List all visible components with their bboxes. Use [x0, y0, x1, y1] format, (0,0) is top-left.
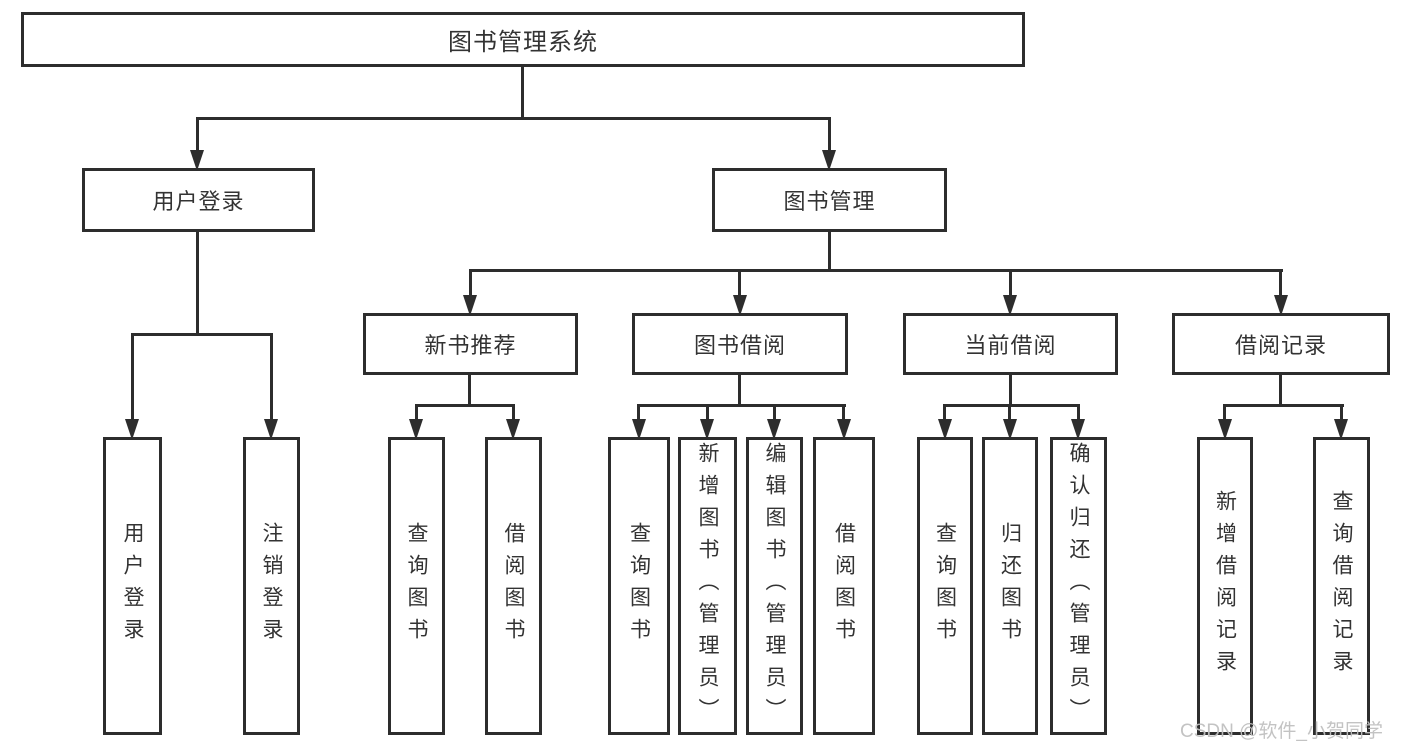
connector-line [1279, 375, 1282, 407]
arrow-down-icon [632, 419, 646, 440]
connector-line [828, 232, 831, 272]
arrow-down-icon [506, 419, 520, 440]
connector-line [1008, 404, 1011, 422]
leaf-confirm-return-admin: 确认归还（管理员） [1050, 437, 1107, 735]
arrow-down-icon [1003, 295, 1017, 316]
connector-line [131, 333, 134, 421]
node-label: 借阅记录 [1234, 333, 1327, 358]
connector-line [943, 404, 946, 422]
connector-line [196, 117, 199, 152]
node-label: 借阅图书 [832, 522, 856, 650]
arrow-down-icon [409, 419, 423, 440]
node-label: 确认归还（管理员） [1067, 442, 1090, 730]
node-label: 新书推荐 [424, 333, 517, 358]
node-label: 查询借阅记录 [1330, 490, 1353, 682]
connector-line [738, 375, 741, 407]
connector-line [469, 269, 472, 298]
node-label: 注销登录 [260, 522, 283, 650]
node-label: 查询图书 [627, 522, 651, 650]
leaf-query-borrow-record: 查询借阅记录 [1313, 437, 1370, 735]
connector-line [1340, 404, 1343, 422]
connector-line [943, 404, 1080, 407]
node-label: 图书借阅 [693, 333, 786, 358]
leaf-add-book-admin: 新增图书（管理员） [678, 437, 737, 735]
arrow-down-icon [1071, 419, 1085, 440]
connector-line [1223, 404, 1226, 422]
connector-line [1077, 404, 1080, 422]
arrow-down-icon [837, 419, 851, 440]
node-label: 新增借阅记录 [1213, 490, 1237, 682]
node-library-system: 图书管理系统 [21, 12, 1025, 67]
connector-line [521, 67, 524, 120]
arrow-down-icon [1334, 419, 1348, 440]
leaf-return-book: 归还图书 [982, 437, 1038, 735]
connector-line [706, 404, 709, 422]
connector-line [842, 404, 845, 422]
connector-line [468, 375, 471, 407]
node-book-borrow: 图书借阅 [632, 313, 848, 375]
node-current-borrow: 当前借阅 [903, 313, 1118, 375]
node-user-login: 用户登录 [82, 168, 315, 232]
leaf-borrow-books: 借阅图书 [813, 437, 875, 735]
arrow-down-icon [767, 419, 781, 440]
connector-line [469, 269, 1283, 272]
leaf-user-login: 用户登录 [103, 437, 162, 735]
arrow-down-icon [700, 419, 714, 440]
node-label: 新增图书（管理员） [696, 442, 719, 730]
leaf-query-books-borrow: 查询图书 [608, 437, 670, 735]
arrow-down-icon [822, 150, 836, 171]
connector-line [637, 404, 846, 407]
connector-line [828, 117, 831, 152]
connector-line [196, 232, 199, 335]
connector-line [738, 269, 741, 298]
csdn-watermark: CSDN @软件_小贺同学 [1180, 721, 1383, 742]
arrow-down-icon [1218, 419, 1232, 440]
node-label: 图书管理 [783, 189, 876, 214]
arrow-down-icon [733, 295, 747, 316]
leaf-borrow-books-recommend: 借阅图书 [485, 437, 542, 735]
node-book-management: 图书管理 [712, 168, 947, 232]
leaf-logout: 注销登录 [243, 437, 300, 735]
arrow-down-icon [1274, 295, 1288, 316]
leaf-add-borrow-record: 新增借阅记录 [1197, 437, 1253, 735]
connector-line [131, 333, 273, 336]
node-label: 归还图书 [998, 522, 1022, 650]
node-label: 查询图书 [933, 522, 957, 650]
connector-line [1279, 269, 1282, 298]
node-label: 查询图书 [405, 522, 428, 650]
arrow-down-icon [938, 419, 952, 440]
connector-line [415, 404, 515, 407]
node-label: 借阅图书 [502, 522, 525, 650]
arrow-down-icon [1003, 419, 1017, 440]
connector-line [512, 404, 515, 422]
leaf-query-books-recommend: 查询图书 [388, 437, 445, 735]
node-borrow-records: 借阅记录 [1172, 313, 1390, 375]
node-label: 图书管理系统 [448, 29, 598, 56]
arrow-down-icon [190, 150, 204, 171]
connector-line [1009, 375, 1012, 407]
arrow-down-icon [463, 295, 477, 316]
node-label: 用户登录 [121, 522, 144, 650]
connector-line [773, 404, 776, 422]
leaf-query-books-current: 查询图书 [917, 437, 973, 735]
node-new-book-recommend: 新书推荐 [363, 313, 578, 375]
connector-line [1009, 269, 1012, 298]
node-label: 编辑图书（管理员） [763, 442, 786, 730]
connector-line [1223, 404, 1344, 407]
arrow-down-icon [125, 419, 139, 440]
node-label: 当前借阅 [964, 333, 1057, 358]
arrow-down-icon [264, 419, 278, 440]
leaf-edit-book-admin: 编辑图书（管理员） [746, 437, 803, 735]
node-label: 用户登录 [152, 189, 245, 214]
connector-line [637, 404, 640, 422]
connector-line [196, 117, 831, 120]
connector-line [270, 333, 273, 421]
connector-line [415, 404, 418, 422]
